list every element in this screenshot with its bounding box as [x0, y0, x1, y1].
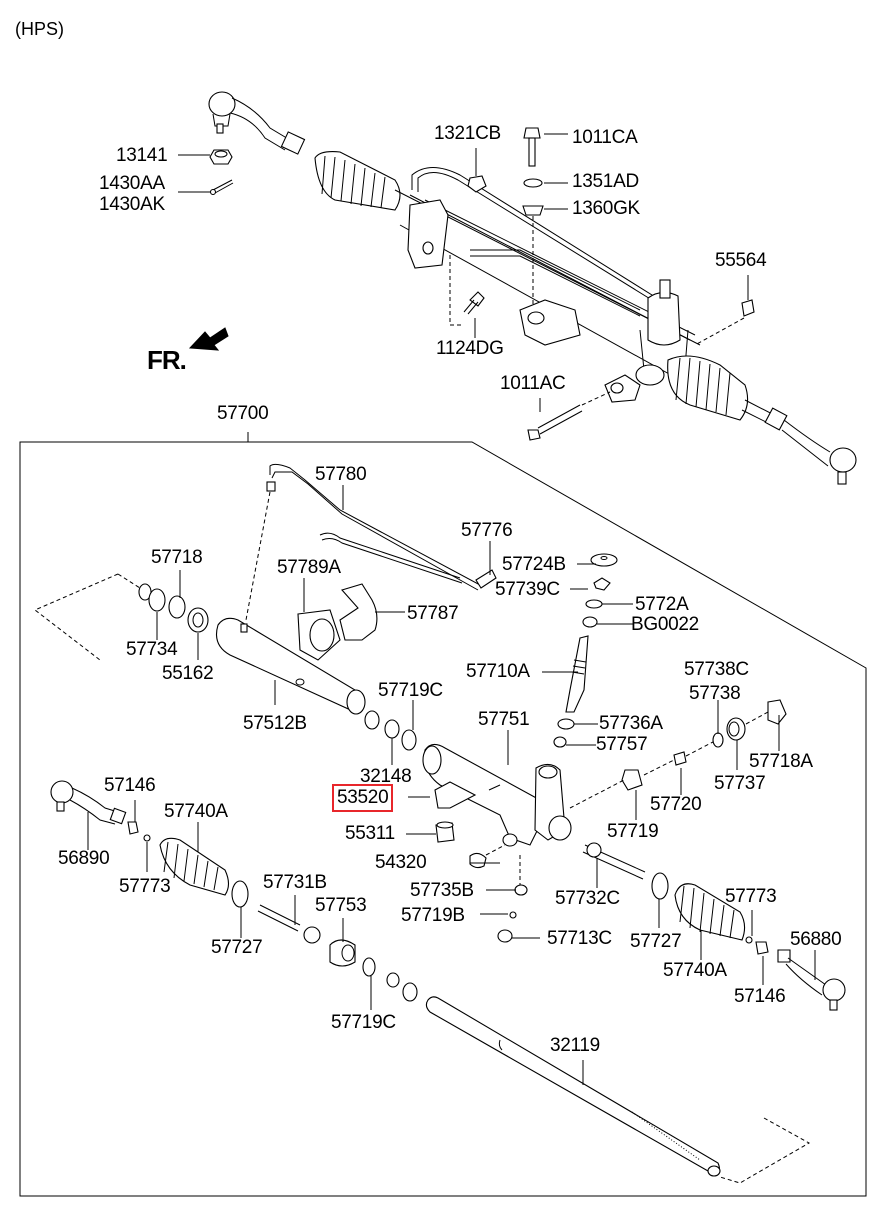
part-label-1011CA[interactable]: 1011CA [572, 127, 638, 148]
part-label-53520-highlighted[interactable]: 53520 [331, 784, 394, 812]
lower-boot-left [159, 837, 230, 896]
lower-boot-right [674, 883, 746, 941]
part-label-57734[interactable]: 57734 [126, 639, 178, 660]
lower-exploded-parts [34, 463, 846, 1184]
part-label-57738C[interactable]: 57738C [684, 659, 749, 680]
part-label-57146-right[interactable]: 57146 [734, 986, 786, 1007]
part-label-57740A-left[interactable]: 57740A [164, 801, 228, 822]
part-label-57751[interactable]: 57751 [478, 709, 530, 730]
part-label-57724B[interactable]: 57724B [502, 554, 566, 575]
part-label-5772A[interactable]: 5772A [635, 594, 689, 615]
rack-bar [425, 996, 721, 1177]
part-label-56880[interactable]: 56880 [790, 929, 842, 950]
lower-tie-rod-end-right [777, 949, 846, 1011]
upper-tie-rod-end-left [208, 91, 306, 155]
part-label-57713C[interactable]: 57713C [547, 928, 612, 949]
part-label-32119[interactable]: 32119 [550, 1035, 600, 1056]
part-label-BG0022[interactable]: BG0022 [631, 614, 699, 635]
part-label-57787[interactable]: 57787 [407, 603, 459, 624]
part-label-54320[interactable]: 54320 [375, 852, 427, 873]
part-label-57720[interactable]: 57720 [650, 794, 702, 815]
part-label-57739C[interactable]: 57739C [495, 579, 560, 600]
part-label-55564[interactable]: 55564 [715, 250, 767, 271]
part-label-1011AC[interactable]: 1011AC [500, 373, 566, 394]
upper-tie-rod-end-right [741, 399, 857, 485]
part-label-57737[interactable]: 57737 [714, 773, 766, 794]
assembly-label-57700[interactable]: 57700 [217, 403, 269, 424]
part-label-32148[interactable]: 32148 [360, 766, 412, 787]
upper-hardware [209, 127, 755, 441]
part-label-56890[interactable]: 56890 [58, 848, 110, 869]
upper-leader-lines [178, 133, 749, 412]
part-label-57736A[interactable]: 57736A [599, 713, 663, 734]
part-label-57719C-upper[interactable]: 57719C [378, 680, 443, 701]
part-label-1351AD[interactable]: 1351AD [572, 171, 639, 192]
upper-boot-right [667, 355, 749, 421]
part-label-57727-right[interactable]: 57727 [630, 931, 682, 952]
part-label-57512B[interactable]: 57512B [243, 713, 307, 734]
upper-boot-left [314, 151, 401, 211]
part-label-57719[interactable]: 57719 [607, 821, 659, 842]
part-label-57718A[interactable]: 57718A [749, 751, 813, 772]
part-label-57776[interactable]: 57776 [461, 520, 513, 541]
part-label-55311[interactable]: 55311 [345, 823, 395, 844]
part-label-57780[interactable]: 57780 [315, 464, 367, 485]
part-label-1124DG[interactable]: 1124DG [436, 338, 504, 359]
part-label-57740A-right[interactable]: 57740A [663, 960, 727, 981]
part-label-1430AA[interactable]: 1430AA [99, 173, 165, 194]
diagram-title: (HPS) [15, 19, 64, 39]
lower-leader-lines [87, 485, 816, 1085]
part-label-57710A[interactable]: 57710A [466, 661, 530, 682]
part-label-13141[interactable]: 13141 [116, 145, 168, 166]
part-label-57757[interactable]: 57757 [596, 734, 648, 755]
front-direction-arrow [188, 327, 229, 351]
part-label-57773-right[interactable]: 57773 [725, 886, 777, 907]
part-label-57146-left[interactable]: 57146 [104, 775, 156, 796]
part-label-57727-left[interactable]: 57727 [211, 937, 263, 958]
part-label-57773-left[interactable]: 57773 [119, 876, 171, 897]
part-label-57719B[interactable]: 57719B [401, 905, 465, 926]
lower-tie-rod-end-left [50, 780, 127, 825]
part-label-57753[interactable]: 57753 [315, 895, 367, 916]
part-label-57789A[interactable]: 57789A [277, 557, 341, 578]
part-label-57718[interactable]: 57718 [151, 547, 203, 568]
part-label-1430AK[interactable]: 1430AK [99, 194, 165, 215]
part-label-1321CB[interactable]: 1321CB [434, 123, 501, 144]
part-label-57719C-lower[interactable]: 57719C [331, 1012, 396, 1033]
assembly-frame [19, 432, 867, 1197]
part-label-57731B[interactable]: 57731B [263, 872, 327, 893]
part-label-55162[interactable]: 55162 [162, 663, 214, 684]
part-label-57735B[interactable]: 57735B [410, 880, 474, 901]
upper-steering-gear-assembly [208, 91, 857, 485]
part-label-57738[interactable]: 57738 [689, 683, 741, 704]
front-direction-label: FR. [147, 345, 187, 375]
part-label-1360GK[interactable]: 1360GK [572, 198, 640, 219]
part-label-57732C[interactable]: 57732C [555, 888, 620, 909]
